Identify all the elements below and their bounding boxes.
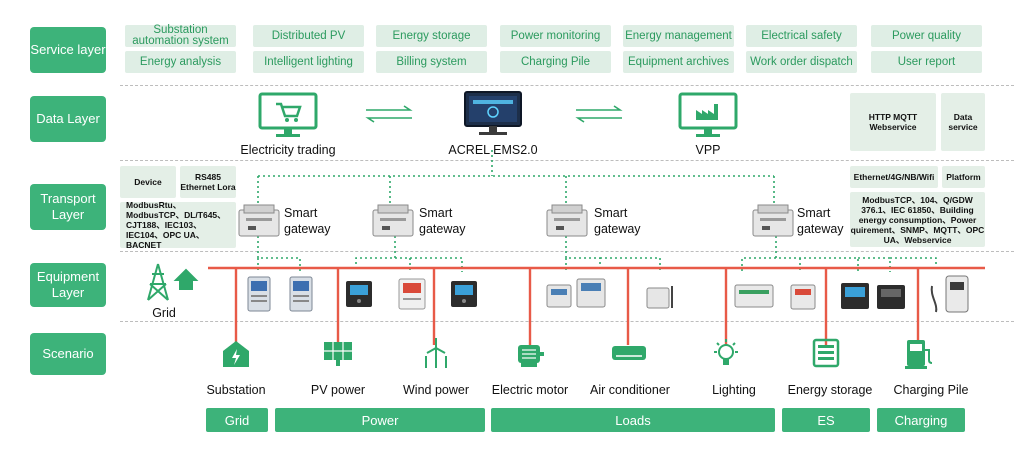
monitor-factory-icon [678, 92, 738, 137]
category-loads: Loads [491, 408, 775, 432]
substation-icon [223, 341, 249, 367]
power-meter-device [841, 283, 869, 309]
category-es: ES [782, 408, 870, 432]
protection-relay-device [289, 276, 313, 312]
rs485-box: RS485 Ethernet Lora [180, 166, 236, 198]
power-meter-device [398, 278, 426, 310]
service-layer-label: Service layer [30, 27, 106, 73]
din-meter-device [546, 284, 572, 308]
motor-icon [518, 345, 544, 367]
category-charging: Charging [877, 408, 965, 432]
service-item: Electrical safety [746, 25, 857, 47]
separator [120, 251, 1014, 252]
smart-gateway-device [752, 204, 794, 237]
service-item: Charging Pile [500, 51, 611, 73]
separator [120, 85, 1014, 86]
category-grid: Grid [206, 408, 268, 432]
equipment-layer-label: Equipment Layer [30, 263, 106, 307]
scenario-label: Electric motor [491, 383, 569, 397]
protection-relay-device [247, 276, 271, 312]
din-meter-device [646, 286, 673, 309]
vpp-label: VPP [695, 143, 721, 157]
smart-gateway-device [238, 204, 280, 237]
din-module-device [790, 284, 816, 310]
scenario-layer-label: Scenario [30, 333, 106, 375]
din-module-device [734, 284, 774, 308]
battery-icon [812, 338, 840, 368]
exchange-arrows-icon [575, 105, 623, 123]
service-item: Distributed PV [253, 25, 364, 47]
service-item: Power monitoring [500, 25, 611, 47]
ems-monitor-icon [464, 91, 522, 135]
wind-turbine-icon [425, 338, 447, 368]
power-tower-icon [147, 263, 199, 301]
separator [120, 321, 1014, 322]
service-item: Intelligent lighting [253, 51, 364, 73]
ems-label: ACREL EMS2.0 [448, 143, 538, 157]
service-item: User report [871, 51, 982, 73]
scenario-label: Lighting [712, 383, 756, 397]
smart-gateway-device [372, 204, 414, 237]
service-item: Energy management [623, 25, 734, 47]
exchange-arrows-icon [365, 105, 413, 123]
monitor-cart-icon [258, 92, 318, 137]
power-meter-device [877, 285, 905, 309]
air-conditioner-icon [612, 346, 646, 360]
scenario-label: Air conditioner [590, 383, 670, 397]
smart-gateway-device [546, 204, 588, 237]
service-item: Energy analysis [125, 51, 236, 73]
scenario-label: Charging Pile [893, 383, 969, 397]
data-layer-label: Data Layer [30, 96, 106, 142]
platform-box: Platform [942, 166, 985, 188]
solar-panel-icon [324, 342, 352, 366]
transport-protocols-left: ModbusRtu、ModbusTCP、DL/T645、CJT188、IEC10… [120, 200, 236, 250]
ethernet-box: Ethernet/4G/NB/Wifi [850, 166, 938, 188]
scenario-label: PV power [310, 383, 366, 397]
light-bulb-icon [714, 339, 738, 365]
ev-charger-device [930, 275, 969, 313]
data-service-box: Data service [941, 93, 985, 151]
data-protocols-box: HTTP MQTT Webservice [850, 93, 936, 151]
service-item: Equipment archives [623, 51, 734, 73]
charging-station-icon [905, 340, 933, 369]
transport-protocols-right: ModbusTCP、104、Q/GDW 376.1、IEC 61850、Buil… [850, 192, 985, 247]
service-item: Work order dispatch [746, 51, 857, 73]
scenario-label: Energy storage [787, 383, 873, 397]
service-item: Power quality [871, 25, 982, 47]
power-meter-device [451, 281, 477, 307]
power-meter-device [346, 281, 372, 307]
separator [120, 160, 1014, 161]
transport-layer-label: Transport Layer [30, 184, 106, 230]
service-item: Billing system [376, 51, 487, 73]
service-item: Energy storage [376, 25, 487, 47]
grid-label: Grid [152, 306, 176, 320]
device-box: Device [120, 166, 176, 198]
scenario-label: Substation [206, 383, 266, 397]
din-meter-device [576, 278, 606, 308]
scenario-label: Wind power [403, 383, 469, 397]
electricity-trading-label: Electricity trading [240, 143, 336, 157]
service-item: Substation automation system [125, 24, 236, 47]
category-power: Power [275, 408, 485, 432]
